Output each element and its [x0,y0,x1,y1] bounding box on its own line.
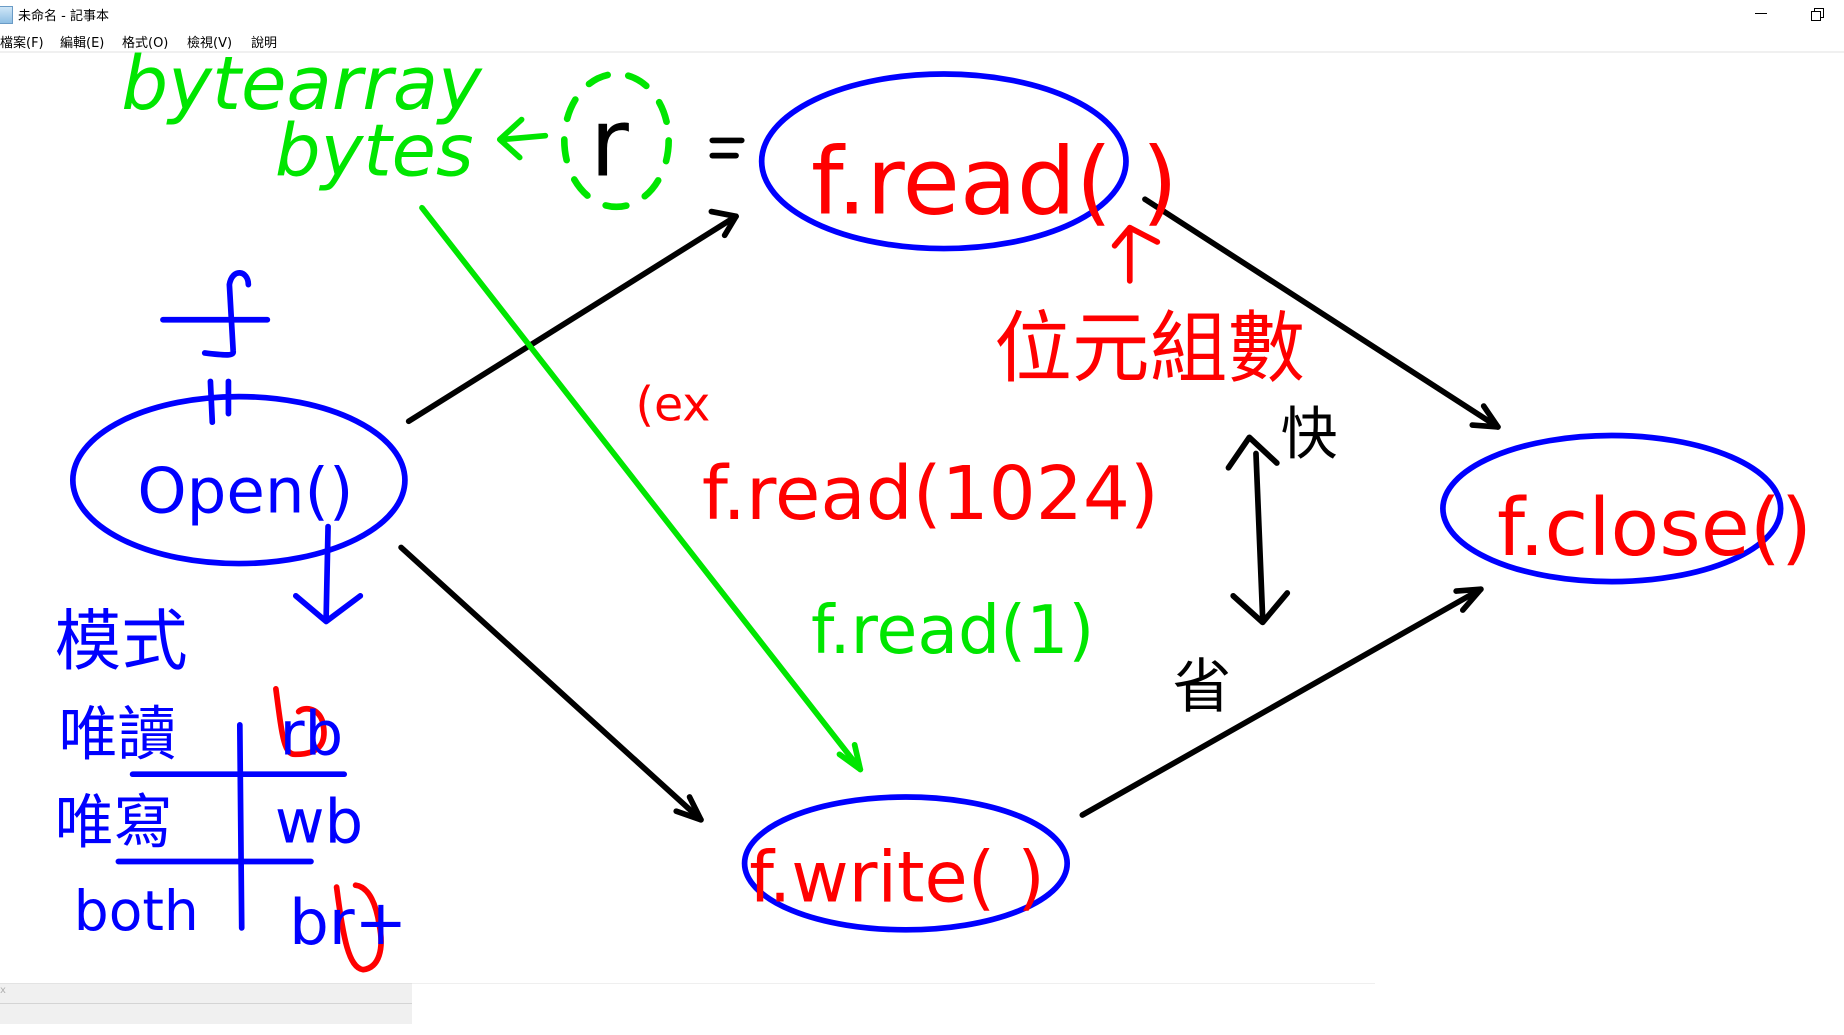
menu-bar: 檔案(F) 編輯(E) 格式(O) 檢視(V) 說明 [0,30,1844,53]
mode-readonly-label: 唯讀 [59,699,177,768]
arrow-read-to-close [1142,196,1501,430]
fread-ellipse [758,71,1129,252]
fclose-ellipse [1440,432,1784,585]
open-label: Open() [137,454,353,527]
red-circle-r-plus [333,882,384,973]
fread-1024-label: f.read(1024) [702,451,1159,537]
scroll-close-glyph: x [0,985,6,996]
scrollbar-divider [0,1003,412,1004]
arrow-r-to-bytes [496,116,549,161]
ink-canvas[interactable]: bytearray bytes r f.read( ) 位元組數 Open() … [0,0,1844,982]
horizontal-scrollbar[interactable]: x [0,983,412,1024]
bytes-label: bytes [275,110,474,194]
arrow-open-to-read [405,208,739,425]
mode-both-label: both [74,879,199,943]
menu-help[interactable]: 說明 [251,36,278,51]
textarea-bottom-border [412,983,1375,984]
minimize-button[interactable] [1738,0,1784,30]
mode-table-grid [115,722,348,931]
r-dashed-circle [560,70,672,211]
mode-writeonly-value: wb [275,788,363,858]
f-assign [160,270,271,426]
r-variable: r [590,89,629,199]
mode-writeonly-label: 唯寫 [55,788,173,857]
restore-icon-front [1811,11,1821,21]
mode-label: 模式 [55,602,188,680]
menu-view[interactable]: 檢視(V) [187,36,233,51]
fread-1-label: f.read(1) [811,591,1094,669]
open-ellipse [69,393,408,567]
fread-label: f.read( ) [811,127,1178,235]
menu-edit[interactable]: 編輯(E) [60,36,105,51]
ex-label: (ex [635,377,710,432]
fwrite-label: f.write( ) [749,836,1045,918]
handwritten-text: bytearray bytes r f.read( ) 位元組數 Open() … [55,41,1812,959]
window-title: 未命名 - 記事本 [18,9,109,24]
arrow-bytes-to-write [419,204,864,773]
mode-readonly-value: rb [280,699,344,769]
title-bar: 未命名 - 記事本 [0,0,1844,30]
bytearray-label: bytearray [121,41,483,127]
arrow-open-to-mode [292,523,364,625]
arrow-up-to-paren [1111,224,1161,284]
restore-button[interactable] [1795,0,1841,30]
minimize-icon [1755,13,1767,14]
fwrite-ellipse [741,794,1071,933]
fclose-label: f.close() [1497,481,1812,574]
arrow-open-to-write [398,544,704,823]
double-arrow-fast-save [1225,434,1291,626]
fast-label: 快 [1281,402,1338,468]
red-circle-r [273,685,327,758]
save-label: 省 [1172,652,1231,721]
equals-sign [709,137,745,159]
arrow-write-to-close [1079,586,1484,818]
menu-file[interactable]: 檔案(F) [0,36,44,51]
menu-format[interactable]: 格式(O) [122,36,169,51]
mode-both-value: br+ [289,886,407,959]
byte-count-note: 位元組數 [994,304,1305,394]
notepad-icon [0,6,13,24]
